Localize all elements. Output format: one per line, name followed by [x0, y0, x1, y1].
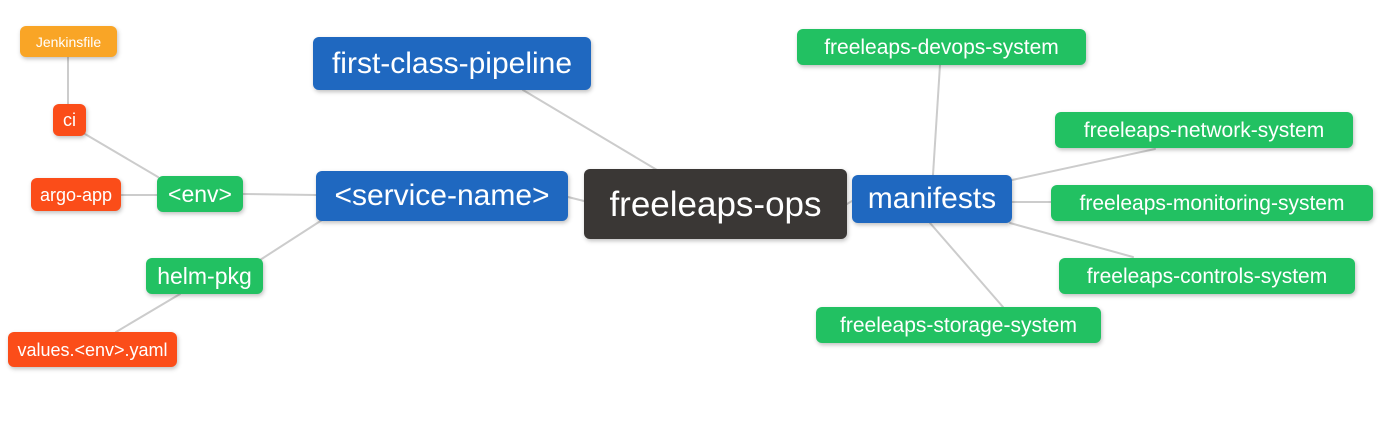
mindmap-node-jenkinsfile[interactable]: Jenkinsfile: [20, 26, 117, 57]
edge-service-name-helm-pkg: [259, 219, 323, 261]
edge-helm-pkg-values-env-yaml: [115, 293, 181, 333]
mindmap-node-first-class-pipeline[interactable]: first-class-pipeline: [313, 37, 591, 90]
mindmap-node-service-name[interactable]: <service-name>: [316, 171, 568, 221]
edge-service-name-freeleaps-ops: [567, 196, 585, 202]
mindmap-node-controls-system[interactable]: freeleaps-controls-system: [1059, 258, 1355, 294]
edge-manifests-storage-system: [929, 222, 1004, 308]
mindmap-node-env[interactable]: <env>: [157, 176, 243, 212]
mindmap-node-network-system[interactable]: freeleaps-network-system: [1055, 112, 1353, 148]
edge-ci-env: [84, 133, 159, 178]
edge-manifests-controls-system: [1009, 222, 1134, 258]
mindmap-node-freeleaps-ops[interactable]: freeleaps-ops: [584, 169, 847, 239]
edge-freeleaps-ops-manifests: [846, 200, 853, 205]
mindmap-node-devops-system[interactable]: freeleaps-devops-system: [797, 29, 1086, 65]
edge-manifests-devops-system: [932, 64, 941, 176]
edge-env-service-name: [242, 193, 317, 196]
edge-first-class-pipeline-freeleaps-ops: [522, 89, 658, 171]
mindmap-node-ci[interactable]: ci: [53, 104, 86, 136]
mindmap-node-values-env-yaml[interactable]: values.<env>.yaml: [8, 332, 177, 367]
mindmap-node-argo-app[interactable]: argo-app: [31, 178, 121, 211]
mindmap-node-monitoring-system[interactable]: freeleaps-monitoring-system: [1051, 185, 1373, 221]
mindmap-node-storage-system[interactable]: freeleaps-storage-system: [816, 307, 1101, 343]
mindmap-node-helm-pkg[interactable]: helm-pkg: [146, 258, 263, 294]
mindmap-node-manifests[interactable]: manifests: [852, 175, 1012, 223]
edge-manifests-network-system: [1011, 148, 1156, 181]
